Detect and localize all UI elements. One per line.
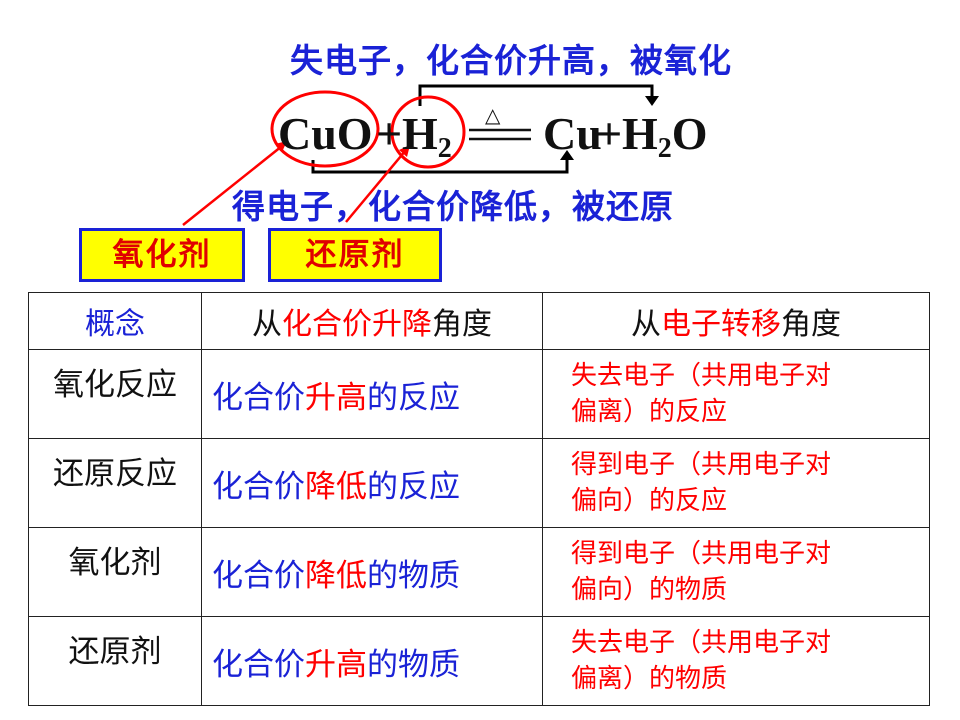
cuo-circle (270, 90, 380, 168)
electron-loss-label: 失电子，化合价升高，被氧化 (290, 41, 732, 80)
plus-sign-2: + (596, 108, 623, 159)
electron-tail: 偏向）的反应 (571, 486, 728, 516)
heat-condition-icon: △ (485, 103, 501, 127)
table-row: 还原剂 化合价升高的物质 失去电子（共用电子对偏离）的物质 (28, 616, 930, 706)
oxidant-pointer (182, 145, 283, 226)
table-row: 还原反应 化合价降低的反应 得到电子（共用电子对偏向）的反应 (28, 438, 930, 528)
electron-detail: 电子（共用电子对 (623, 628, 832, 658)
valence-change: 降低 (305, 468, 367, 505)
electron-action: 失去 (571, 628, 624, 658)
valence-prefix: 化合价 (212, 557, 305, 594)
valence-change: 升高 (305, 379, 367, 416)
row-concept-text: 氧化反应 (53, 366, 177, 403)
plus-sign-1: + (376, 108, 403, 159)
row-concept-text: 还原剂 (68, 633, 162, 670)
h2-circle (390, 95, 466, 169)
reductant-pointer-head (399, 145, 410, 157)
oxidation-bracket (418, 84, 654, 106)
oxidant-tag: 氧化剂 (79, 228, 245, 282)
reductant-tag: 还原剂 (268, 228, 442, 282)
valence-suffix: 的反应 (367, 468, 460, 505)
header-valence-post: 角度 (432, 307, 492, 342)
header-electron-pre: 从 (631, 307, 661, 342)
product-cu: Cu (543, 108, 602, 159)
row-electron-cell: 失去电子（共用电子对偏离）的物质 (542, 616, 930, 706)
valence-prefix: 化合价 (212, 379, 305, 416)
row-electron-cell: 失去电子（共用电子对偏离）的反应 (542, 349, 930, 439)
row-concept: 还原剂 (28, 616, 202, 706)
valence-suffix: 的物质 (367, 557, 460, 594)
row-concept: 氧化剂 (28, 527, 202, 617)
header-valence-pre: 从 (252, 307, 282, 342)
reductant-pointer (345, 149, 407, 223)
h2o-subscript: 2 (657, 133, 672, 164)
product-h2o: H2O (622, 106, 708, 177)
electron-tail: 偏向）的物质 (571, 575, 728, 605)
electron-gain-label: 得电子，化合价降低，被还原 (232, 187, 674, 226)
valence-change: 升高 (305, 646, 367, 683)
electron-detail: 电子（共用电子对 (623, 361, 832, 391)
h2o-o-symbol: O (671, 108, 708, 159)
header-electron-angle: 从电子转移角度 (542, 292, 930, 350)
valence-prefix: 化合价 (212, 468, 305, 505)
electron-action: 失去 (571, 361, 624, 391)
row-valence-cell: 化合价升高的反应 (201, 349, 543, 439)
header-concept: 概念 (28, 292, 202, 350)
h2o-h-symbol: H (622, 108, 658, 159)
oxidation-arrowhead (645, 96, 659, 106)
electron-detail: 电子（共用电子对 (623, 450, 832, 480)
electron-tail: 偏离）的反应 (571, 397, 728, 427)
electron-action: 得到 (571, 450, 624, 480)
header-electron-post: 角度 (781, 307, 841, 342)
electron-tail: 偏离）的物质 (571, 664, 728, 694)
header-electron-em: 电子转移 (661, 307, 781, 342)
row-electron-cell: 得到电子（共用电子对偏向）的物质 (542, 527, 930, 617)
h2-symbol: H (402, 108, 438, 159)
reduction-arrowhead (560, 150, 574, 160)
header-valence-em: 化合价升降 (282, 307, 432, 342)
reactant-h2: H2 (402, 106, 452, 177)
table-row: 氧化剂 化合价降低的物质 得到电子（共用电子对偏向）的物质 (28, 527, 930, 617)
h2-subscript: 2 (437, 133, 452, 164)
electron-action: 得到 (571, 539, 624, 569)
row-concept-text: 还原反应 (53, 455, 177, 492)
redox-concept-table: 概念 从化合价升降角度 从电子转移角度 氧化反应 化合价升高的反应 失去电子（共… (28, 292, 930, 706)
electron-detail: 电子（共用电子对 (623, 539, 832, 569)
oxidant-pointer-head (275, 141, 287, 152)
row-valence-cell: 化合价降低的反应 (201, 438, 543, 528)
valence-suffix: 的物质 (367, 646, 460, 683)
reactant-cuo: CuO (278, 108, 373, 159)
row-valence-cell: 化合价降低的物质 (201, 527, 543, 617)
row-concept: 氧化反应 (28, 349, 202, 439)
row-concept: 还原反应 (28, 438, 202, 528)
row-valence-cell: 化合价升高的物质 (201, 616, 543, 706)
valence-change: 降低 (305, 557, 367, 594)
row-concept-text: 氧化剂 (68, 544, 162, 581)
valence-suffix: 的反应 (367, 379, 460, 416)
table-header-row: 概念 从化合价升降角度 从电子转移角度 (28, 292, 930, 350)
table-row: 氧化反应 化合价升高的反应 失去电子（共用电子对偏离）的反应 (28, 349, 930, 439)
header-valence-angle: 从化合价升降角度 (201, 292, 543, 350)
row-electron-cell: 得到电子（共用电子对偏向）的反应 (542, 438, 930, 528)
valence-prefix: 化合价 (212, 646, 305, 683)
